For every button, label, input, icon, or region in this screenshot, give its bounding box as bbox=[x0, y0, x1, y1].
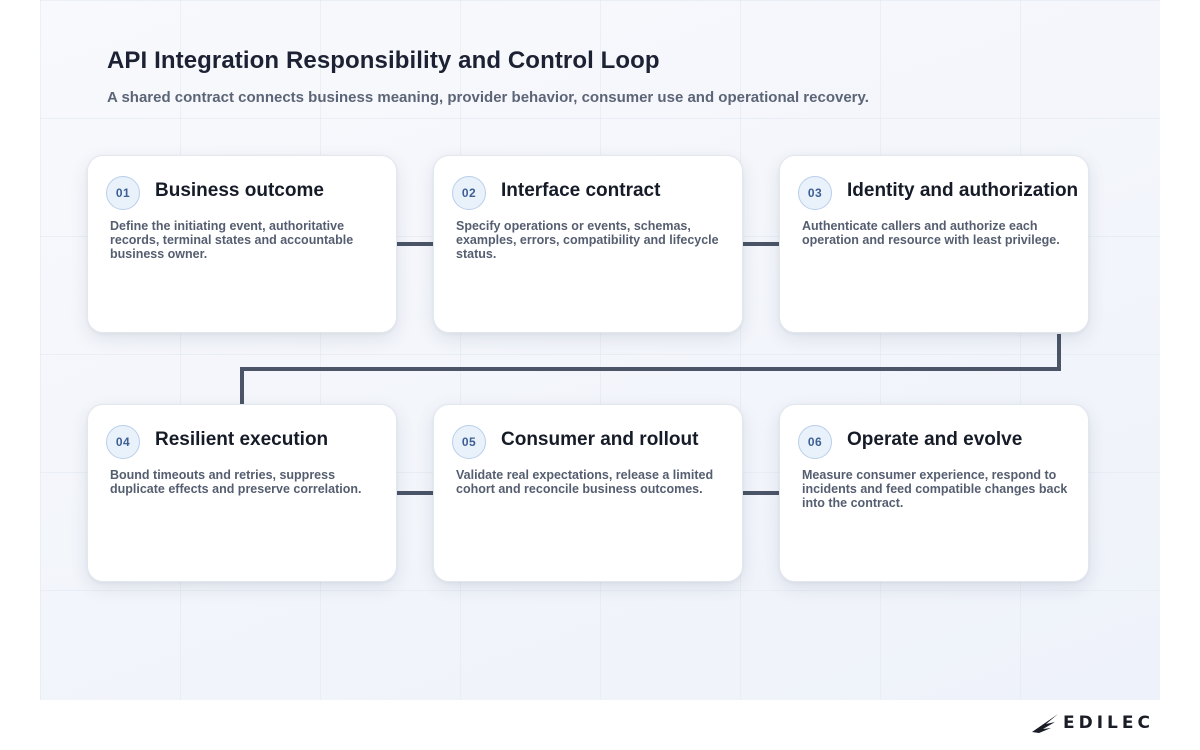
page-subtitle: A shared contract connects business mean… bbox=[107, 89, 869, 106]
step-card-operate-evolve: 06 Operate and evolve Measure consumer e… bbox=[779, 404, 1089, 582]
step-description: Measure consumer experience, respond to … bbox=[802, 468, 1068, 510]
step-card-consumer-rollout: 05 Consumer and rollout Validate real ex… bbox=[433, 404, 743, 582]
step-card-interface-contract: 02 Interface contract Specify operations… bbox=[433, 155, 743, 333]
step-title: Consumer and rollout bbox=[501, 429, 699, 450]
logo-wordmark: EDILEC bbox=[1063, 713, 1154, 733]
diagram-background bbox=[40, 0, 1160, 700]
step-description: Authenticate callers and authorize each … bbox=[802, 219, 1060, 247]
step-card-identity-authorization: 03 Identity and authorization Authentica… bbox=[779, 155, 1089, 333]
step-number-badge: 01 bbox=[106, 176, 140, 210]
step-card-business-outcome: 01 Business outcome Define the initiatin… bbox=[87, 155, 397, 333]
step-card-resilient-execution: 04 Resilient execution Bound timeouts an… bbox=[87, 404, 397, 582]
step-title: Business outcome bbox=[155, 180, 324, 201]
step-description: Validate real expectations, release a li… bbox=[456, 468, 714, 496]
step-title: Identity and authorization bbox=[847, 180, 1079, 201]
step-title: Operate and evolve bbox=[847, 429, 1023, 450]
step-number-badge: 03 bbox=[798, 176, 832, 210]
logo-wing-icon bbox=[1032, 714, 1058, 733]
connector-03-04 bbox=[240, 334, 1061, 405]
step-description: Specify operations or events, schemas, e… bbox=[456, 219, 719, 261]
step-title: Interface contract bbox=[501, 180, 661, 201]
brand-logo: EDILEC bbox=[1031, 710, 1154, 736]
step-description: Define the initiating event, authoritati… bbox=[110, 219, 354, 261]
step-number-badge: 06 bbox=[798, 425, 832, 459]
step-description: Bound timeouts and retries, suppress dup… bbox=[110, 468, 362, 496]
step-number-badge: 05 bbox=[452, 425, 486, 459]
step-title: Resilient execution bbox=[155, 429, 329, 450]
step-number-badge: 04 bbox=[106, 425, 140, 459]
page-title: API Integration Responsibility and Contr… bbox=[107, 47, 660, 74]
step-number-badge: 02 bbox=[452, 176, 486, 210]
